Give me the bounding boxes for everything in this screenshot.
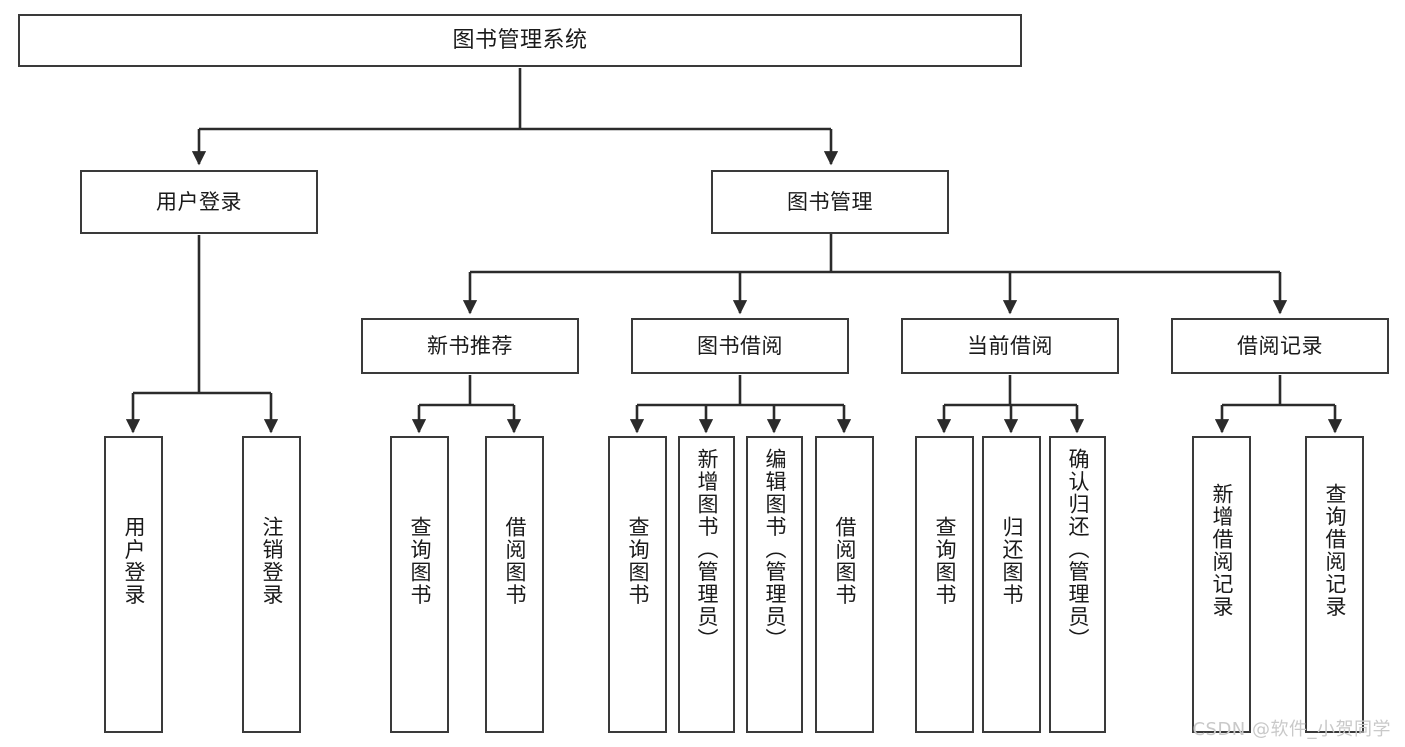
- node-book-borrow-label: 图书借阅: [697, 333, 783, 358]
- node-leaf-borrow-book-1-label: 借阅图书: [503, 516, 527, 606]
- node-book-manage-label: 图书管理: [787, 189, 873, 214]
- node-user-login[interactable]: 用户登录: [80, 170, 318, 234]
- node-leaf-borrow-book-2-label: 借阅图书: [833, 516, 857, 606]
- node-leaf-query-record-label: 查询借阅记录: [1323, 483, 1347, 618]
- node-leaf-edit-book-label: 编辑图书（管理员）: [763, 448, 787, 651]
- node-borrow-record-label: 借阅记录: [1237, 333, 1323, 358]
- node-leaf-query-book-1[interactable]: 查询图书: [390, 436, 449, 733]
- node-user-login-label: 用户登录: [156, 189, 242, 214]
- node-leaf-return-book-label: 归还图书: [1000, 516, 1024, 606]
- node-book-manage[interactable]: 图书管理: [711, 170, 949, 234]
- node-current-borrow[interactable]: 当前借阅: [901, 318, 1119, 374]
- node-leaf-logout[interactable]: 注销登录: [242, 436, 301, 733]
- node-leaf-confirm-return-label: 确认归还（管理员）: [1066, 448, 1090, 651]
- node-leaf-add-book-label: 新增图书（管理员）: [695, 448, 719, 651]
- node-leaf-add-book[interactable]: 新增图书（管理员）: [678, 436, 735, 733]
- node-book-borrow[interactable]: 图书借阅: [631, 318, 849, 374]
- node-leaf-logout-label: 注销登录: [260, 516, 284, 606]
- node-current-borrow-label: 当前借阅: [967, 333, 1053, 358]
- node-leaf-edit-book[interactable]: 编辑图书（管理员）: [746, 436, 803, 733]
- node-borrow-record[interactable]: 借阅记录: [1171, 318, 1389, 374]
- node-root[interactable]: 图书管理系统: [18, 14, 1022, 67]
- node-root-label: 图书管理系统: [452, 27, 588, 53]
- node-leaf-borrow-book-2[interactable]: 借阅图书: [815, 436, 874, 733]
- node-leaf-add-record[interactable]: 新增借阅记录: [1192, 436, 1251, 733]
- node-new-book-recommend-label: 新书推荐: [427, 333, 513, 358]
- node-new-book-recommend[interactable]: 新书推荐: [361, 318, 579, 374]
- node-leaf-query-record[interactable]: 查询借阅记录: [1305, 436, 1364, 733]
- node-leaf-return-book[interactable]: 归还图书: [982, 436, 1041, 733]
- watermark: CSDN @软件_小贺同学: [1192, 719, 1391, 740]
- node-leaf-query-book-3[interactable]: 查询图书: [915, 436, 974, 733]
- node-leaf-query-book-2[interactable]: 查询图书: [608, 436, 667, 733]
- node-leaf-user-login-label: 用户登录: [122, 516, 146, 606]
- node-leaf-borrow-book-1[interactable]: 借阅图书: [485, 436, 544, 733]
- node-leaf-confirm-return[interactable]: 确认归还（管理员）: [1049, 436, 1106, 733]
- node-leaf-query-book-1-label: 查询图书: [408, 516, 432, 606]
- node-leaf-query-book-3-label: 查询图书: [933, 516, 957, 606]
- node-leaf-user-login[interactable]: 用户登录: [104, 436, 163, 733]
- node-leaf-add-record-label: 新增借阅记录: [1210, 483, 1234, 618]
- node-leaf-query-book-2-label: 查询图书: [626, 516, 650, 606]
